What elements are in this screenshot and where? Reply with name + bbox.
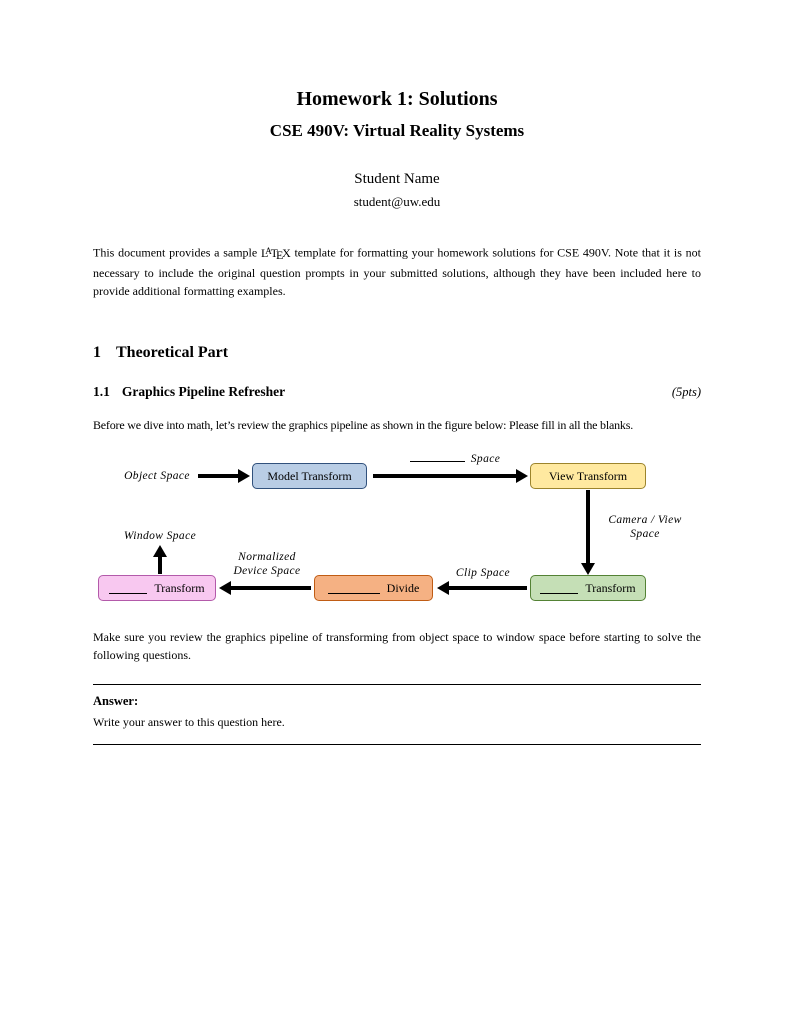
arrowhead-left-icon bbox=[437, 581, 449, 596]
author-email: student@uw.edu bbox=[353, 194, 441, 209]
intro-text-pre: This document provides a sample bbox=[93, 245, 261, 260]
view-transform-box: View Transform bbox=[530, 463, 646, 490]
blank-line bbox=[327, 583, 380, 594]
viewport-transform-box: Transform bbox=[98, 575, 216, 602]
camera-view-space-label: Camera / View Space bbox=[580, 513, 710, 541]
orange-box-label: Divide bbox=[386, 580, 420, 595]
arrowhead-down-icon bbox=[581, 563, 595, 576]
subsection-number: 1.1 bbox=[93, 384, 110, 400]
latex-letter-a: A bbox=[265, 246, 272, 256]
answer-label: Answer: bbox=[93, 694, 139, 709]
closing-paragraph: Make sure you review the graphics pipeli… bbox=[93, 630, 701, 663]
latex-letter-x: X bbox=[282, 245, 291, 260]
arrow-view-down-icon bbox=[581, 490, 595, 576]
view-transform-label: View Transform bbox=[548, 468, 628, 483]
section-heading: 1 Theoretical Part bbox=[93, 344, 701, 362]
arrow-object-to-model-icon bbox=[198, 469, 250, 484]
intro-text-post: template for formatting your homework so… bbox=[93, 245, 702, 299]
answer-divider-bottom bbox=[93, 744, 701, 746]
clip-space-label: Clip Space bbox=[455, 567, 511, 580]
intro-paragraph: This document provides a sample LATEX te… bbox=[93, 242, 701, 300]
section-title: Theoretical Part bbox=[116, 344, 229, 362]
blank-line bbox=[109, 583, 148, 594]
blank-line bbox=[540, 583, 579, 594]
perspective-divide-box: Divide bbox=[314, 575, 433, 602]
arrow-shaft bbox=[449, 586, 527, 591]
arrowhead-right-icon bbox=[516, 469, 528, 484]
course-subtitle: CSE 490V: Virtual Reality Systems bbox=[269, 121, 525, 140]
model-transform-label: Model Transform bbox=[267, 468, 352, 483]
points-badge: (5pts) bbox=[671, 385, 701, 400]
camera-view-line2: Space bbox=[630, 528, 660, 541]
blank-space-label: Space bbox=[375, 451, 535, 465]
space-suffix-label: Space bbox=[470, 453, 501, 466]
object-space-label: Object Space bbox=[124, 470, 190, 483]
subsection-title: Graphics Pipeline Refresher bbox=[121, 384, 286, 400]
arrow-shaft bbox=[586, 490, 590, 564]
arrow-shaft bbox=[373, 474, 516, 479]
green-box-label: Transform bbox=[585, 580, 636, 595]
projection-transform-box: Transform bbox=[530, 575, 646, 602]
arrow-shaft bbox=[198, 474, 238, 479]
answer-divider-top bbox=[93, 684, 701, 686]
latex-letter-t: T bbox=[270, 245, 278, 260]
arrow-shaft bbox=[158, 557, 162, 575]
section-number: 1 bbox=[93, 344, 101, 362]
arrowhead-up-icon bbox=[153, 545, 167, 558]
arrow-pink-up-icon bbox=[153, 545, 167, 575]
arrowhead-right-icon bbox=[238, 469, 250, 484]
document-header: Homework 1: Solutions CSE 490V: Virtual … bbox=[93, 88, 701, 210]
answer-block: Answer: Write your answer to this questi… bbox=[93, 684, 701, 746]
answer-body: Write your answer to this question here. bbox=[93, 715, 285, 730]
subsection-heading: 1.1 Graphics Pipeline Refresher bbox=[93, 384, 285, 400]
normalized-device-space-label: Normalized Device Space bbox=[207, 550, 327, 578]
arrowhead-left-icon bbox=[219, 581, 231, 596]
question-intro: Before we dive into math, let’s review t… bbox=[93, 418, 633, 433]
blank-line bbox=[409, 451, 465, 463]
arrow-model-to-view-icon bbox=[373, 469, 528, 484]
document-title: Homework 1: Solutions bbox=[296, 88, 498, 110]
pink-box-label: Transform bbox=[154, 580, 205, 595]
pipeline-figure: Object Space Model Transform Space View … bbox=[93, 450, 701, 616]
window-space-label: Window Space bbox=[123, 530, 197, 543]
arrow-green-to-orange-icon bbox=[437, 581, 527, 596]
latex-letter-e: E bbox=[276, 248, 284, 263]
normalized-line2: Device Space bbox=[233, 565, 301, 578]
author-name: Student Name bbox=[354, 171, 440, 187]
latex-letter-l: L bbox=[260, 245, 269, 260]
camera-view-line1: Camera / View bbox=[608, 514, 682, 527]
model-transform-box: Model Transform bbox=[252, 463, 367, 490]
subsection-row: 1.1 Graphics Pipeline Refresher (5pts) bbox=[93, 384, 701, 400]
arrow-orange-to-pink-icon bbox=[219, 581, 311, 596]
latex-logo: LATEX bbox=[260, 245, 291, 263]
normalized-line1: Normalized bbox=[238, 551, 296, 564]
arrow-shaft bbox=[231, 586, 311, 591]
